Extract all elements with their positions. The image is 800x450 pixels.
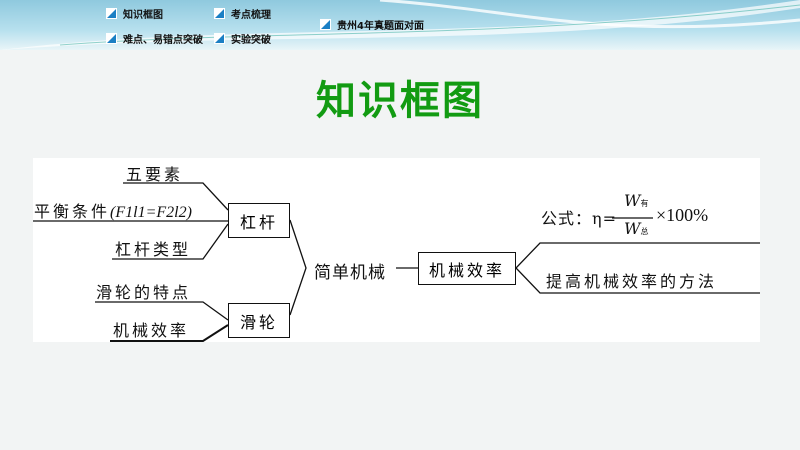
nav-guizhou-exams[interactable]: 贵州4年真题面对面: [320, 17, 424, 32]
efficiency-box: 机械效率: [418, 252, 516, 285]
triangle-icon: [214, 33, 225, 44]
lever-box: 杠杆: [228, 203, 290, 238]
diagram-panel: [33, 158, 760, 342]
numerator-sub: 有: [640, 199, 649, 208]
nav-label: 实验突破: [231, 35, 271, 46]
page-title: 知识框图: [316, 78, 484, 124]
numerator-w: W: [624, 191, 641, 210]
nav-experiments[interactable]: 实验突破: [214, 31, 271, 46]
formula-suffix: ×100%: [656, 205, 709, 225]
pulley-features: 滑轮的特点: [96, 283, 192, 302]
root-simple-machines: 简单机械: [314, 263, 386, 283]
lever-five-elements: 五要素: [126, 165, 184, 184]
balance-label: 平衡条件: [34, 202, 111, 221]
header-banner: 知识框图 考点梳理 贵州4年真题面对面 难点、易错点突破 实验突破: [0, 0, 800, 50]
lever-balance-condition: 平衡条件(F1l1=F2l2): [34, 198, 192, 222]
nav-difficulties[interactable]: 难点、易错点突破: [106, 31, 203, 46]
triangle-icon: [214, 8, 225, 19]
formula-denominator: W总: [624, 219, 648, 238]
triangle-icon: [106, 33, 117, 44]
efficiency-formula: 公式：η=: [541, 205, 617, 229]
denominator-w: W: [624, 219, 641, 238]
triangle-icon: [320, 19, 331, 30]
efficiency-improve-methods: 提高机械效率的方法: [546, 272, 718, 291]
banner-swoosh: [0, 0, 800, 50]
denominator-sub: 总: [640, 227, 649, 236]
formula-numerator: W有: [624, 191, 648, 210]
nav-knowledge-map[interactable]: 知识框图: [106, 6, 163, 21]
nav-label: 贵州4年真题面对面: [337, 21, 424, 32]
lever-types: 杠杆类型: [115, 240, 192, 259]
nav-label: 考点梳理: [231, 10, 271, 21]
pulley-efficiency: 机械效率: [113, 321, 190, 340]
balance-formula: (F1l1=F2l2): [110, 204, 192, 221]
pulley-box: 滑轮: [228, 303, 290, 338]
triangle-icon: [106, 8, 117, 19]
nav-key-points[interactable]: 考点梳理: [214, 6, 271, 21]
nav-label: 难点、易错点突破: [123, 35, 203, 46]
formula-prefix: 公式：η=: [541, 209, 617, 228]
nav-label: 知识框图: [123, 10, 163, 21]
